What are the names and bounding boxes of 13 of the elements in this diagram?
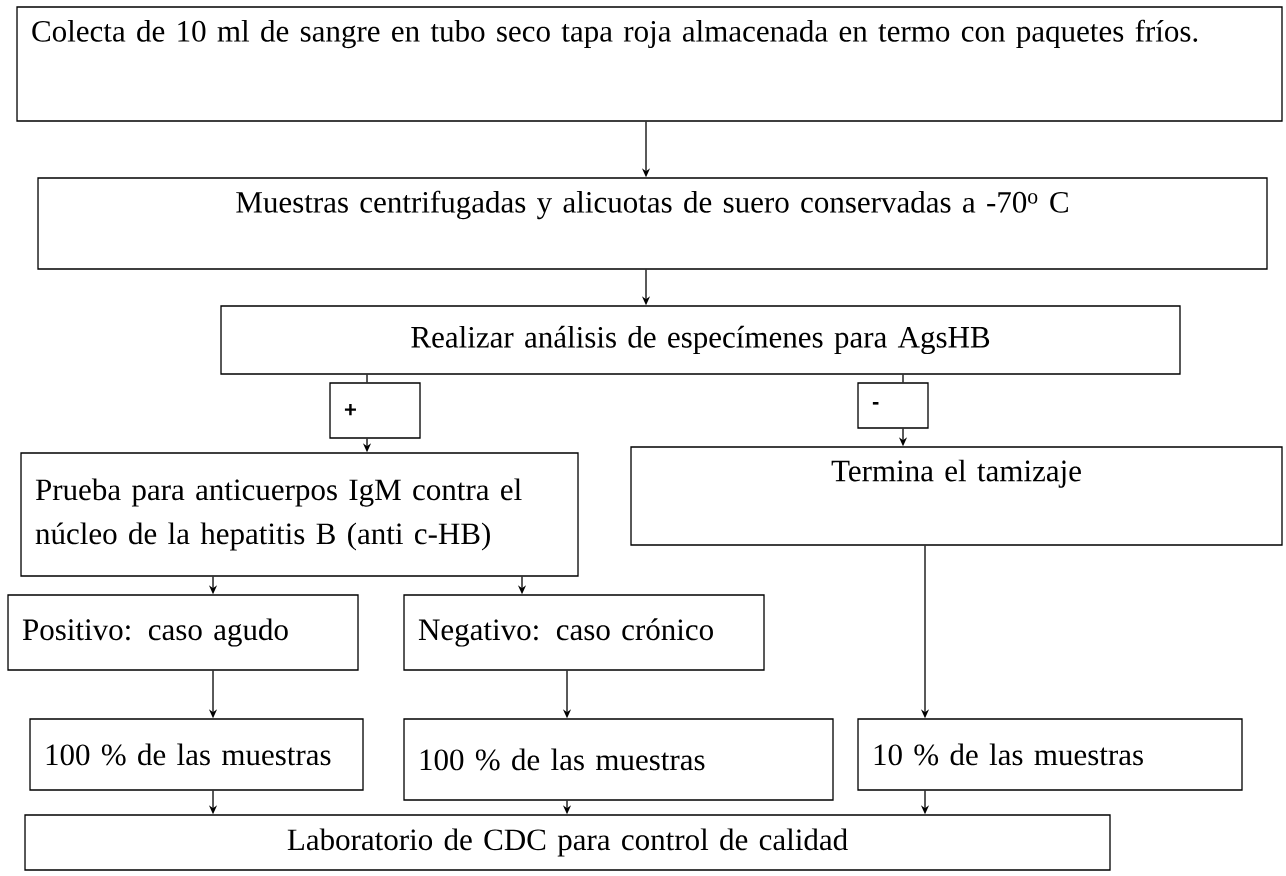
step-box: Negativo: caso crónico <box>403 594 765 671</box>
result-box: - <box>857 382 929 429</box>
step-box: Colecta de 10 ml de sangre en tubo seco tapa roja almacenada en termo con paquetes fríos. <box>16 6 1283 122</box>
step-box: Prueba para anticuerpos IgM contra el núcleo de la hepatitis B (anti c-HB) <box>20 452 579 577</box>
step-box: Positivo: caso agudo <box>7 594 359 671</box>
step-box: Muestras centrifugadas y alicuotas de suero conservadas a -70$^{o}$ C <box>37 177 1268 270</box>
result-box: + <box>329 382 421 439</box>
step-box: Laboratorio de CDC para control de calidad <box>24 814 1111 871</box>
step-box: 10 % de las muestras <box>857 718 1243 791</box>
step-box: 100 % de las muestras <box>29 718 364 791</box>
step-box: 100 % de las muestras <box>403 718 834 801</box>
step-box: Termina el tamizaje <box>630 446 1283 546</box>
step-box: Realizar análisis de especímenes para AgsHB <box>220 305 1181 375</box>
